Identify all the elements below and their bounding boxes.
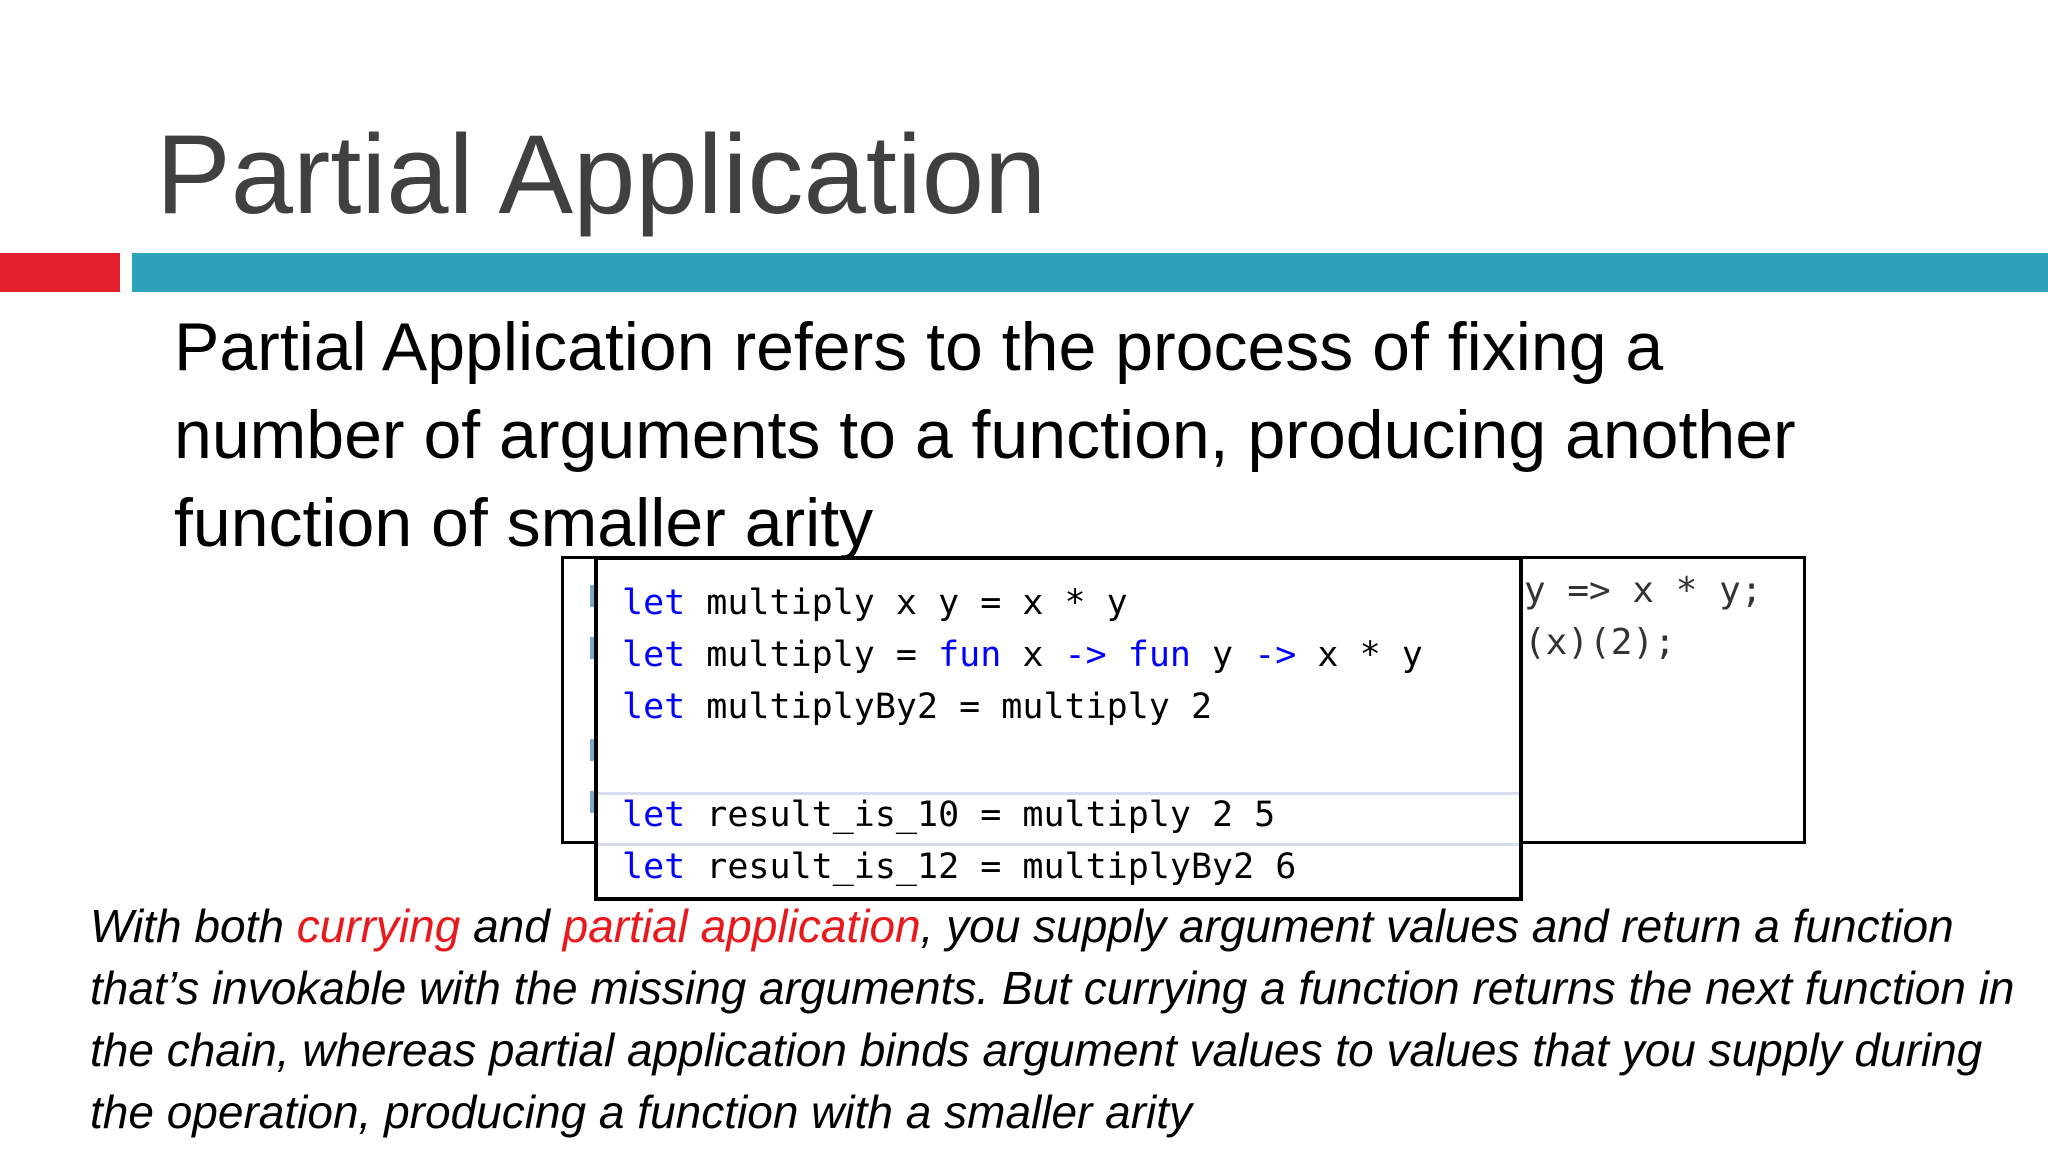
highlight-partial-application: partial application: [562, 900, 921, 952]
highlight-currying: currying: [296, 900, 461, 952]
code-text: result_is_12 = multiplyBy2 6: [685, 847, 1297, 887]
keyword: let: [622, 795, 686, 835]
code-text: multiply x y = x * y: [685, 583, 1128, 623]
accent-bar-red: [0, 253, 120, 292]
line-separator: [598, 792, 1519, 795]
code-line: let result_is_10 = multiply 2 5: [622, 790, 1275, 840]
code-text: result_is_10 = multiply 2 5: [685, 795, 1276, 835]
keyword: let: [622, 687, 686, 727]
gutter-marker: [590, 791, 594, 813]
gutter-marker: [590, 637, 594, 659]
code-line: let multiply = fun x -> fun y -> x * y: [622, 630, 1423, 680]
arrow-operator: ->: [1254, 635, 1297, 675]
code-text: x: [1001, 635, 1065, 675]
keyword: let: [622, 635, 686, 675]
summary-fragment: With both: [90, 900, 297, 952]
definition-text: Partial Application refers to the proces…: [174, 309, 1796, 561]
keyword: let: [622, 583, 686, 623]
slide-title: Partial Application: [156, 112, 1047, 237]
gutter-marker: [590, 739, 594, 761]
keyword: fun: [1127, 635, 1191, 675]
code-line: let result_is_12 = multiplyBy2 6: [622, 842, 1296, 892]
code-text: multiplyBy2 = multiply 2: [685, 687, 1213, 727]
line-separator: [598, 843, 1519, 846]
code-line: let multiplyBy2 = multiply 2: [622, 682, 1212, 732]
summary-fragment: , you supply argument values and return …: [90, 900, 2015, 1138]
summary-fragment: and: [460, 900, 563, 952]
arrow-operator: ->: [1064, 635, 1107, 675]
code-text: [1107, 635, 1128, 675]
keyword: fun: [938, 635, 1002, 675]
fsharp-code-snippet: let multiply x y = x * y let multiply = …: [594, 556, 1523, 901]
accent-bar-teal: [132, 253, 2048, 292]
code-line: let multiply x y = x * y: [622, 578, 1128, 628]
gutter-marker: [590, 585, 594, 607]
code-text: x * y: [1296, 635, 1423, 675]
code-line: (x)(2);: [1524, 622, 1676, 663]
code-text: multiply =: [685, 635, 939, 675]
code-line: y => x * y;: [1524, 570, 1763, 611]
keyword: let: [622, 847, 686, 887]
code-text: y: [1190, 635, 1255, 675]
summary-text: With both currying and partial applicati…: [90, 895, 2020, 1143]
